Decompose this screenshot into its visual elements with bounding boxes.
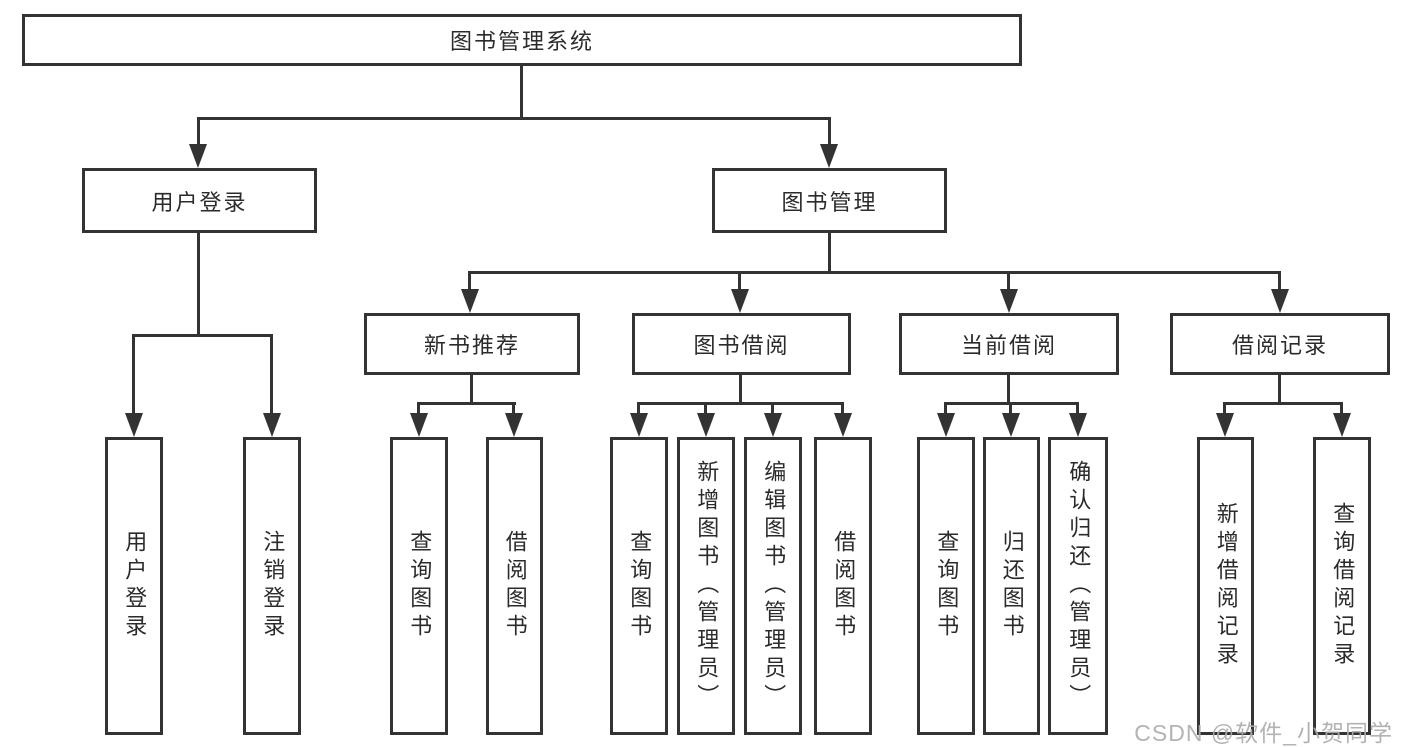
node-label: 注销登录 — [260, 530, 286, 642]
arrow-down-icon — [125, 413, 143, 437]
arrow-down-icon — [189, 144, 207, 168]
arrow-down-icon — [937, 413, 955, 437]
connector-line — [1007, 271, 1010, 292]
connector-line — [468, 271, 471, 292]
node-label: 新增借阅记录 — [1213, 502, 1239, 670]
connector-line — [946, 402, 1079, 405]
arrow-down-icon — [834, 413, 852, 437]
node-label: 用户登录 — [151, 189, 248, 215]
arrow-down-icon — [1216, 413, 1234, 437]
leaf-borrow-add-books-admin: 新增图书（管理员） — [677, 437, 735, 735]
leaf-logout-login: 注销登录 — [243, 437, 301, 735]
node-label: 查询图书 — [407, 530, 433, 642]
arrow-down-icon — [1002, 413, 1020, 437]
arrow-down-icon — [731, 289, 749, 313]
connector-line — [639, 402, 844, 405]
leaf-borrow-query-books: 查询图书 — [610, 437, 668, 735]
connector-line — [1007, 375, 1010, 405]
connector-line — [704, 402, 707, 416]
arrow-down-icon — [505, 413, 523, 437]
connector-line — [132, 334, 135, 416]
connector-line — [637, 402, 640, 416]
connector-line — [1223, 402, 1226, 416]
node-label: 编辑图书（管理员） — [761, 460, 787, 712]
connector-line — [512, 402, 515, 416]
node-label: 借阅记录 — [1231, 333, 1328, 358]
connector-line — [841, 402, 844, 416]
node-label: 查询借阅记录 — [1330, 502, 1356, 670]
arrow-down-icon — [263, 413, 281, 437]
connector-line — [470, 375, 473, 405]
connector-line — [520, 66, 523, 119]
arrow-down-icon — [820, 144, 838, 168]
connector-line — [1076, 402, 1079, 416]
node-label: 新书推荐 — [423, 333, 520, 358]
connector-line — [270, 334, 273, 416]
node-current-borrowing: 当前借阅 — [899, 313, 1119, 375]
leaf-records-query-borrow-record: 查询借阅记录 — [1313, 437, 1371, 735]
arrow-down-icon — [697, 413, 715, 437]
arrow-down-icon — [1333, 413, 1351, 437]
node-label: 图书管理 — [781, 189, 878, 215]
node-label: 借阅图书 — [502, 530, 528, 642]
connector-line — [197, 233, 200, 337]
node-label: 查询图书 — [934, 530, 960, 642]
connector-line — [944, 402, 947, 416]
arrow-down-icon — [461, 289, 479, 313]
connector-line — [828, 233, 831, 274]
node-new-book-recommendation: 新书推荐 — [364, 313, 580, 375]
leaf-borrow-edit-books-admin: 编辑图书（管理员） — [744, 437, 802, 735]
connector-line — [1009, 402, 1012, 416]
connector-line — [738, 271, 741, 292]
connector-line — [134, 334, 273, 337]
node-label: 新增图书（管理员） — [694, 460, 720, 712]
connector-line — [1278, 375, 1281, 405]
arrow-down-icon — [1271, 289, 1289, 313]
connector-line — [771, 402, 774, 416]
leaf-current-confirm-return-admin: 确认归还（管理员） — [1048, 437, 1108, 735]
connector-line — [197, 117, 200, 147]
node-book-management-system: 图书管理系统 — [22, 14, 1022, 66]
node-label: 用户登录 — [122, 530, 148, 642]
node-label: 图书借阅 — [693, 333, 790, 358]
leaf-records-add-borrow-record: 新增借阅记录 — [1197, 437, 1254, 735]
csdn-watermark: CSDN @软件_小贺同学 — [1134, 720, 1393, 746]
node-borrowing-records: 借阅记录 — [1170, 313, 1390, 375]
arrow-down-icon — [1000, 289, 1018, 313]
connector-line — [419, 402, 516, 405]
arrow-down-icon — [764, 413, 782, 437]
leaf-user-login: 用户登录 — [105, 437, 163, 735]
node-label: 归还图书 — [999, 530, 1025, 642]
leaf-current-query-books: 查询图书 — [917, 437, 975, 735]
node-user-login: 用户登录 — [82, 168, 317, 233]
connector-line — [470, 271, 1281, 274]
node-label: 查询图书 — [627, 530, 653, 642]
node-label: 当前借阅 — [960, 333, 1057, 358]
arrow-down-icon — [1069, 413, 1087, 437]
leaf-recommend-borrow-books: 借阅图书 — [486, 437, 543, 735]
connector-line — [828, 117, 831, 147]
node-label: 确认归还（管理员） — [1066, 460, 1092, 712]
node-book-management: 图书管理 — [712, 168, 947, 233]
arrow-down-icon — [410, 413, 428, 437]
leaf-recommend-query-books: 查询图书 — [390, 437, 448, 735]
leaf-borrow-borrow-books: 借阅图书 — [814, 437, 872, 735]
leaf-current-return-books: 归还图书 — [983, 437, 1040, 735]
arrow-down-icon — [630, 413, 648, 437]
node-book-borrowing: 图书借阅 — [632, 313, 851, 375]
node-label: 图书管理系统 — [449, 29, 594, 54]
connector-line — [1278, 271, 1281, 292]
connector-line — [739, 375, 742, 405]
connector-line — [1225, 402, 1343, 405]
connector-line — [198, 117, 831, 120]
node-label: 借阅图书 — [831, 530, 857, 642]
connector-line — [1340, 402, 1343, 416]
connector-line — [417, 402, 420, 416]
